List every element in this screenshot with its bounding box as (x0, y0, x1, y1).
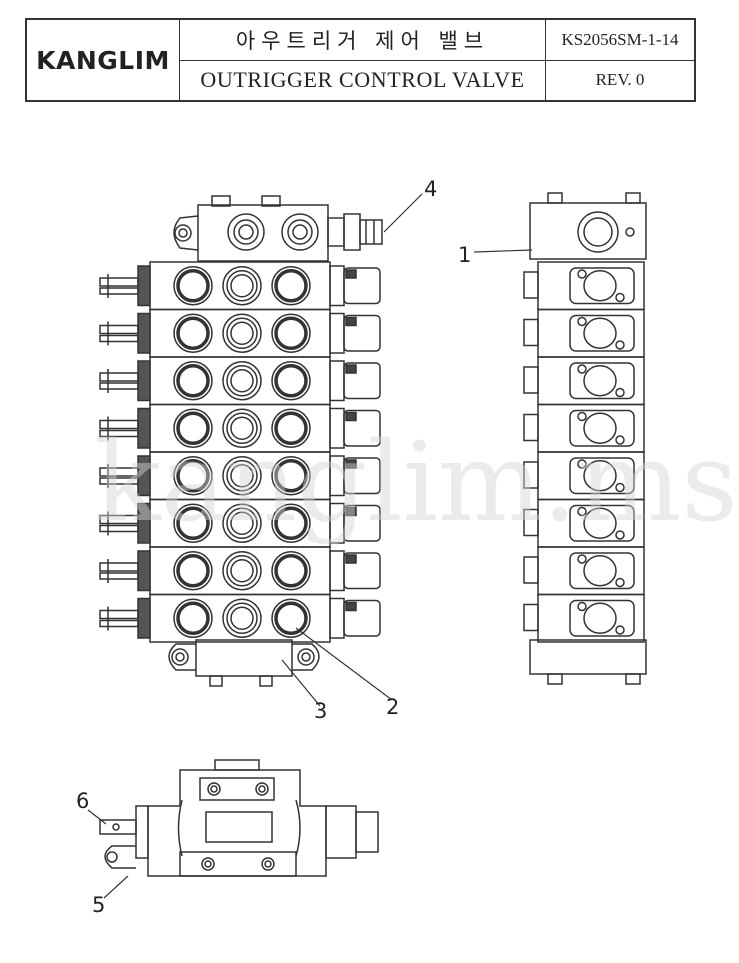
inlet-cover (173, 195, 383, 262)
doc-code-cell: KS2056SM-1-14 REV. 0 (546, 20, 694, 100)
callout-6: 6 (76, 789, 89, 813)
valve-section (99, 546, 381, 596)
side-section (523, 593, 645, 643)
side-section (523, 308, 645, 358)
watermark: kanglim.msk.ru (94, 418, 739, 546)
valve-section (99, 261, 381, 311)
valve-section (99, 308, 381, 358)
valve-section (99, 356, 381, 406)
callout-2: 2 (386, 695, 399, 719)
callout-1: 1 (458, 243, 471, 267)
valve-sections (99, 261, 381, 643)
title-block: KANGLIM 아우트리거 제어 밸브 OUTRIGGER CONTROL VA… (25, 18, 696, 102)
callout-numbers: 1 2 3 4 5 6 (76, 177, 471, 917)
leader-lines (87, 193, 533, 899)
detail-view (99, 759, 379, 877)
revision-label: REV. 0 (595, 70, 645, 90)
side-section (523, 356, 645, 406)
side-view (523, 192, 647, 685)
side-sections (523, 261, 645, 643)
title-english: OUTRIGGER CONTROL VALVE (200, 67, 525, 93)
side-section (523, 498, 645, 548)
callout-3: 3 (314, 699, 327, 723)
side-section (523, 261, 645, 311)
title-korean: 아우트리거 제어 밸브 (180, 20, 545, 61)
side-section (523, 546, 645, 596)
valve-section (99, 451, 381, 501)
callout-4: 4 (424, 177, 437, 201)
front-view (99, 195, 383, 687)
title-cell: 아우트리거 제어 밸브 OUTRIGGER CONTROL VALVE (180, 20, 546, 100)
valve-section (99, 593, 381, 643)
company-logo: KANGLIM (27, 20, 180, 100)
document-code: KS2056SM-1-14 (546, 20, 694, 61)
callout-5: 5 (92, 893, 105, 917)
outlet-cover (168, 639, 320, 687)
